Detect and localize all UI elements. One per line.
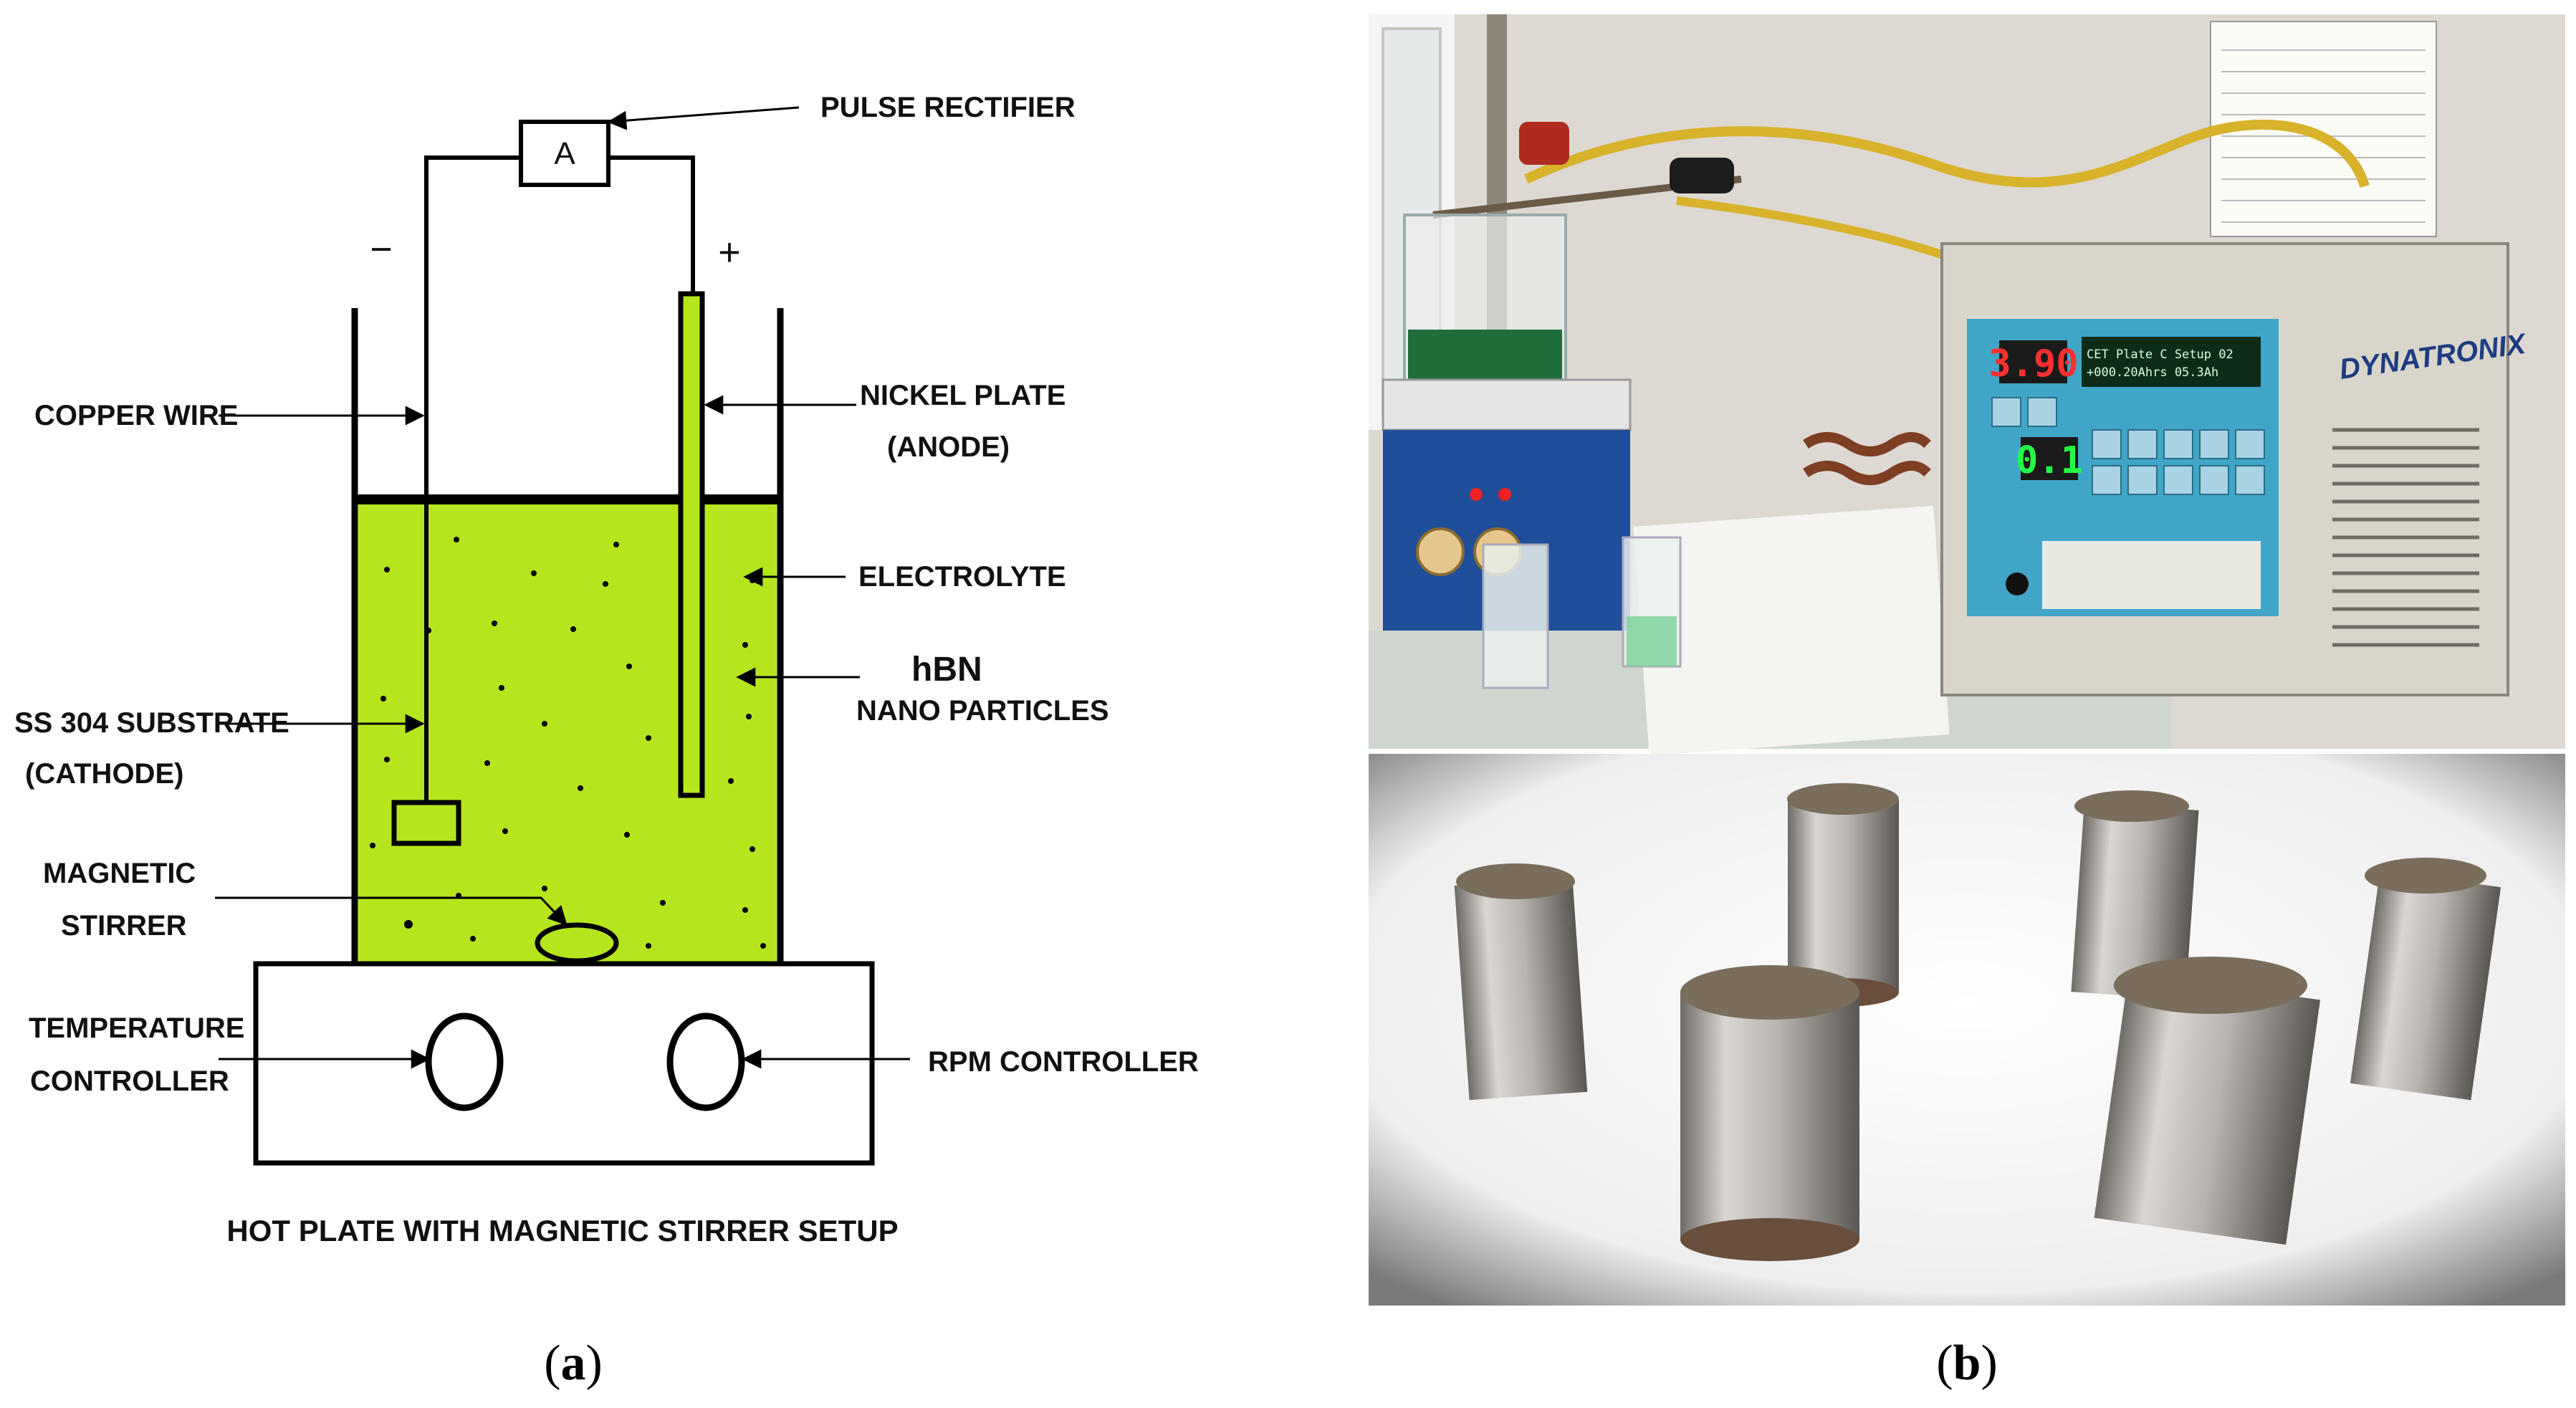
label-setup-caption: HOT PLATE WITH MAGNETIC STIRRER SETUP xyxy=(226,1214,898,1247)
label-stirrer: STIRRER xyxy=(61,910,187,942)
rpm-knob xyxy=(666,1012,745,1111)
ammeter-box xyxy=(519,120,611,187)
ammeter-symbol: A xyxy=(554,136,575,171)
caption-a: (a) xyxy=(544,1336,603,1391)
temperature-knob xyxy=(425,1012,504,1111)
nickel-anode xyxy=(678,291,705,798)
label-copper-wire: COPPER WIRE xyxy=(34,400,238,431)
label-pulse-rectifier: PULSE RECTIFIER xyxy=(820,92,1076,123)
plus-sign: + xyxy=(718,231,741,274)
anode-wire xyxy=(608,155,695,294)
copper-wire xyxy=(424,155,521,803)
coated-sample xyxy=(2094,957,2321,1245)
label-temp-controller: CONTROLLER xyxy=(30,1065,229,1097)
svg-text:(b): (b) xyxy=(1936,1336,1998,1391)
ss304-substrate xyxy=(391,800,461,846)
label-nano-particles: NANO PARTICLES xyxy=(856,695,1109,727)
label-magnetic: MAGNETIC xyxy=(43,858,196,889)
label-temperature: TEMPERATURE xyxy=(29,1012,244,1044)
label-nickel-plate: NICKEL PLATE xyxy=(860,380,1066,411)
leader-arrows xyxy=(215,106,910,1069)
hot-plate xyxy=(253,961,875,1166)
stirrer-bar xyxy=(535,922,619,964)
minus-sign: − xyxy=(370,228,393,271)
lcd-line1: CET Plate C Setup 02 xyxy=(2087,348,2233,362)
panel-a-schematic: A − + xyxy=(14,92,1199,1247)
caption-b-letter: b xyxy=(1953,1336,1981,1391)
electrolyte-bath xyxy=(358,499,777,965)
label-anode: (ANODE) xyxy=(887,431,1010,463)
caption-a-letter: a xyxy=(561,1336,586,1391)
coated-sample xyxy=(1454,863,1588,1101)
label-substrate: SS 304 SUBSTRATE xyxy=(14,707,289,739)
display-green: 0.1 xyxy=(2016,439,2083,482)
label-cathode: (CATHODE) xyxy=(25,758,183,790)
coated-sample xyxy=(2071,790,2199,1000)
lcd-line2: +000.20Ahrs 05.3Ah xyxy=(2087,365,2218,380)
panel-b-photo-top: 3.90 CET Plate C Setup 02 +000.20Ahrs 05… xyxy=(1369,14,2565,756)
label-rpm-controller: RPM CONTROLLER xyxy=(928,1046,1199,1078)
coated-sample xyxy=(2350,858,2501,1101)
vent-grille xyxy=(2332,428,2479,647)
coated-sample xyxy=(1680,965,1859,1261)
svg-text:(a): (a) xyxy=(544,1336,603,1391)
caption-b: (b) xyxy=(1936,1336,1998,1391)
display-red: 3.90 xyxy=(1988,343,2078,385)
hbn-particles xyxy=(370,537,766,949)
label-hbn: hBN xyxy=(911,651,982,689)
panel-b-photo-bottom xyxy=(1369,754,2565,1306)
label-electrolyte: ELECTROLYTE xyxy=(858,561,1066,593)
